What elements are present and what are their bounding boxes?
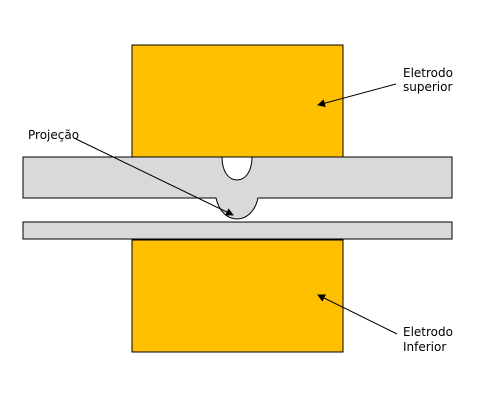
upper-sheet: [22, 156, 453, 220]
lower-electrode-label-line1: Eletrodo: [403, 325, 453, 339]
lower-electrode: [131, 239, 344, 353]
upper-electrode-arrow: [317, 83, 397, 108]
upper-electrode-label-line1: Eletrodo: [403, 66, 453, 80]
projection-label: Projeção: [28, 128, 79, 142]
lower-electrode-label-line2: Inferior: [403, 340, 446, 354]
upper-electrode-label-line2: superior: [403, 80, 452, 94]
lower-sheet: [22, 221, 453, 240]
lower-electrode-arrow: [317, 294, 398, 335]
projection-arrow: [73, 137, 234, 216]
upper-electrode: [131, 44, 344, 158]
projection-dimple: [221, 156, 253, 181]
